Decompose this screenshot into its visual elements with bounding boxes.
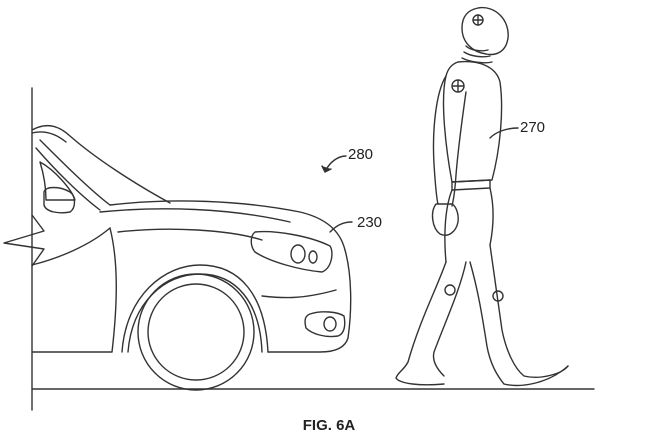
leader-230: [330, 222, 352, 232]
label-270: 270: [520, 119, 546, 136]
vehicle: [32, 126, 351, 352]
side-mirror: [44, 188, 75, 213]
leader-270: [490, 128, 518, 138]
label-280: 280: [348, 146, 374, 163]
pedestrian-dummy: [396, 8, 568, 386]
arrow-280: [326, 156, 346, 170]
headlight-lens-inner: [309, 251, 317, 263]
headlight-lens-outer: [291, 245, 305, 263]
break-symbol: [4, 215, 44, 266]
headlight: [251, 232, 332, 272]
fog-light: [305, 312, 345, 337]
wheel: [138, 274, 254, 390]
figure-caption: FIG. 6A: [302, 417, 356, 434]
label-230: 230: [357, 214, 383, 231]
arrow-280-head: [322, 166, 331, 172]
